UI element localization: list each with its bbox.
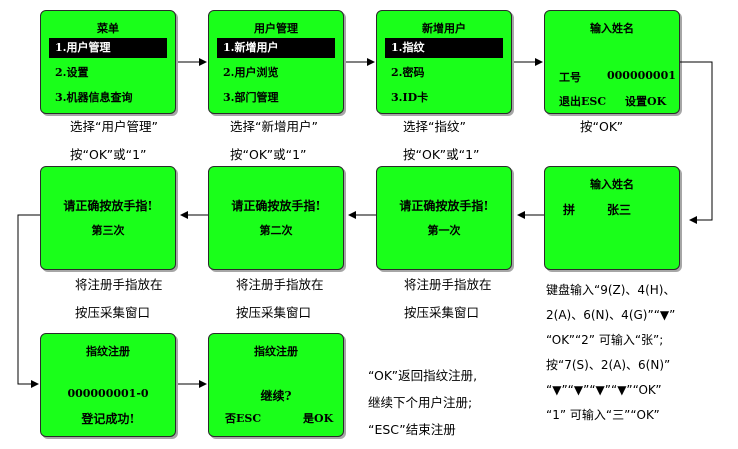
screen-title: 指纹注册 [254,345,298,358]
ok-option[interactable]: 设置OK [625,95,667,108]
screen-title: 用户管理 [254,22,298,35]
press-count: 第二次 [259,224,293,237]
screen-continue: 指纹注册 继续? 否ESC 是OK [208,333,344,437]
success-message: 登记成功! [81,412,135,426]
screen-menu: 菜单 1.用户管理 2.设置 3.机器信息查询 [40,10,176,114]
caption-press-1: 将注册手指放在 按压采集窗口 [404,276,492,322]
screen-title: 菜单 [97,22,119,35]
caption-line: “ESC”结束注册 [368,422,456,437]
caption-line: 按压采集窗口 [236,305,312,320]
caption-line: 将注册手指放在 [75,277,163,292]
continue-question: 继续? [260,389,292,403]
caption-continue: “OK”返回指纹注册, 继续下个用户注册; “ESC”结束注册 [368,362,477,443]
screen-title: 指纹注册 [86,345,130,358]
menu-item-password[interactable]: 2.密码 [391,66,425,79]
caption-line: 2(A)、6(N)、4(G)”“▼” [546,308,676,322]
caption-step-2: 选择“新增用户” 按“OK”或“1” [230,118,318,164]
caption-press-2: 将注册手指放在 按压采集窗口 [236,276,324,322]
screen-title: 输入姓名 [590,178,634,191]
screen-title: 输入姓名 [590,22,634,35]
caption-line: 选择“指纹” [403,119,466,134]
name-value: 张三 [607,203,632,217]
caption-line: 按“7(S)、2(A)、6(N)” [546,358,671,372]
menu-item-id-card[interactable]: 3.ID卡 [391,91,429,104]
caption-line: 按“OK”或“1” [70,147,147,162]
screen-title: 新增用户 [422,22,466,35]
input-mode: 拼 [563,203,576,217]
caption-line: 按“OK”或“1” [403,147,480,162]
menu-item-browse-users[interactable]: 2.用户浏览 [223,66,279,79]
menu-item-settings[interactable]: 2.设置 [55,66,89,79]
caption-line: 继续下个用户注册; [368,395,473,410]
press-instruction: 请正确按放手指! [231,199,321,213]
press-count: 第一次 [427,224,461,237]
caption-line: “OK”“2” 可输入“张”; [546,333,664,347]
menu-item-new-user[interactable]: 1.新增用户 [217,38,335,58]
id-label: 工号 [559,71,581,84]
id-value: 000000001 [607,69,676,82]
esc-option[interactable]: 退出ESC [559,95,607,108]
yes-ok-option[interactable]: 是OK [303,412,334,425]
no-esc-option[interactable]: 否ESC [225,412,262,425]
screen-input-name-2: 输入姓名 拼 张三 [544,166,680,270]
screen-new-user: 新增用户 1.指纹 2.密码 3.ID卡 [376,10,512,114]
caption-line: 按“OK”或“1” [230,147,307,162]
screen-register-done: 指纹注册 000000001-0 登记成功! [40,333,176,437]
menu-item-user-mgmt[interactable]: 1.用户管理 [49,38,167,58]
press-instruction: 请正确按放手指! [63,199,153,213]
screen-press-2: 请正确按放手指! 第二次 [208,166,344,270]
id-value: 000000001-0 [67,387,149,400]
menu-item-dept-mgmt[interactable]: 3.部门管理 [223,91,279,104]
menu-item-fingerprint[interactable]: 1.指纹 [385,38,503,58]
press-count: 第三次 [91,224,125,237]
screen-press-1: 请正确按放手指! 第一次 [376,166,512,270]
caption-line: 选择“用户管理” [70,119,158,134]
caption-keyboard-input: 键盘输入“9(Z)、4(H)、 2(A)、6(N)、4(G)”“▼” “OK”“… [546,278,675,428]
screen-press-3: 请正确按放手指! 第三次 [40,166,176,270]
screen-input-name-1: 输入姓名 工号 000000001 退出ESC 设置OK [544,10,680,114]
menu-item-machine-info[interactable]: 3.机器信息查询 [55,91,133,104]
caption-line: 将注册手指放在 [236,277,324,292]
caption-press-3: 将注册手指放在 按压采集窗口 [75,276,163,322]
arrow-8-9 [17,214,40,388]
caption-step-1: 选择“用户管理” 按“OK”或“1” [70,118,158,164]
caption-line: 选择“新增用户” [230,119,318,134]
caption-line: 键盘输入“9(Z)、4(H)、 [546,283,676,297]
caption-line: 按压采集窗口 [404,305,480,320]
arrow-4-5 [680,61,713,224]
caption-line: 按“OK” [580,119,624,134]
caption-step-3: 选择“指纹” 按“OK”或“1” [403,118,480,164]
caption-line: 按压采集窗口 [75,305,151,320]
screen-user-mgmt: 用户管理 1.新增用户 2.用户浏览 3.部门管理 [208,10,344,114]
caption-line: “1” 可输入“三”“OK” [546,408,660,422]
caption-step-4: 按“OK” [580,118,623,136]
caption-line: 将注册手指放在 [404,277,492,292]
caption-line: “▼”“▼”“▼”“▼”“OK” [546,383,662,397]
caption-line: “OK”返回指纹注册, [368,368,478,383]
press-instruction: 请正确按放手指! [399,199,489,213]
